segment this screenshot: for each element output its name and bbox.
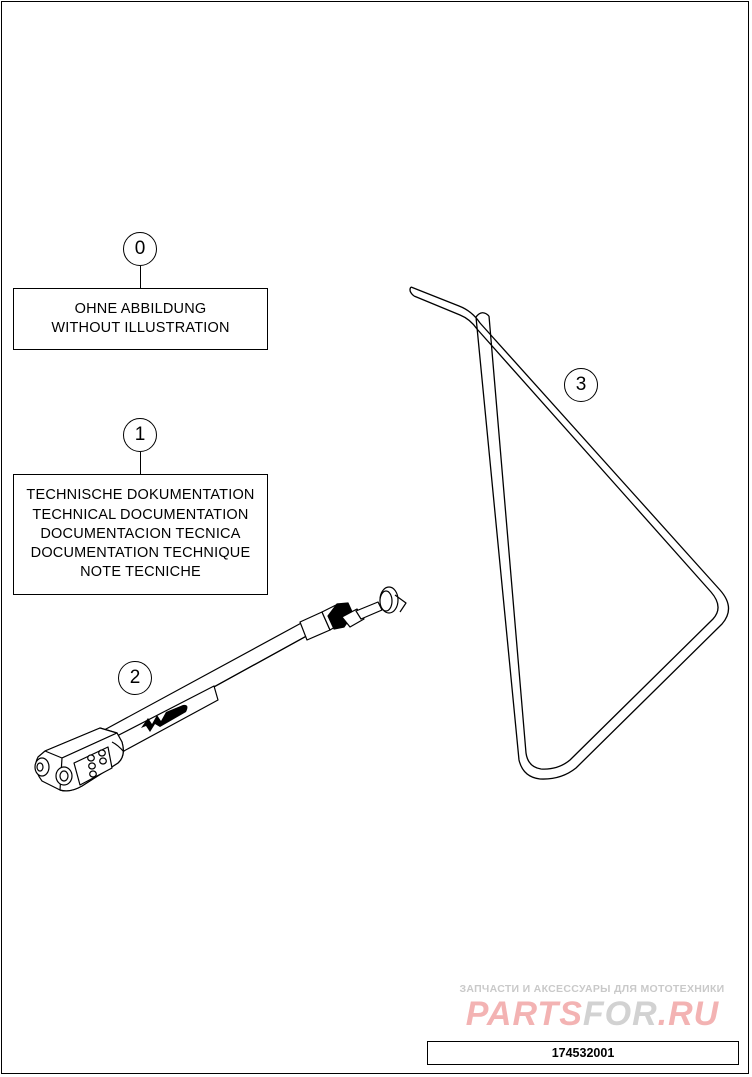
callout-item-0: 0 bbox=[123, 232, 157, 266]
note-line: TECHNICAL DOCUMENTATION bbox=[32, 506, 249, 523]
note-line: DOCUMENTACION TECNICA bbox=[40, 525, 241, 542]
note-box-item-1: TECHNISCHE DOKUMENTATION TECHNICAL DOCUM… bbox=[13, 474, 268, 595]
note-line: NOTE TECNICHE bbox=[80, 564, 201, 581]
watermark-brand-part-a: PARTS bbox=[465, 995, 583, 1033]
callout-number: 1 bbox=[134, 424, 146, 445]
note-box-item-0: OHNE ABBILDUNG WITHOUT ILLUSTRATION bbox=[13, 288, 268, 350]
watermark-tagline: ЗАПЧАСТИ И АКСЕССУАРЫ ДЛЯ МОТОТЕХНИКИ bbox=[459, 983, 725, 995]
watermark-brand: PARTSFOR.RU bbox=[440, 995, 745, 1033]
leader-line-item-0 bbox=[140, 266, 141, 288]
stand-illustration bbox=[409, 286, 730, 780]
note-line: OHNE ABBILDUNG bbox=[74, 300, 207, 317]
note-line: DOCUMENTATION TECHNIQUE bbox=[30, 545, 251, 562]
watermark-brand-part-c: .RU bbox=[657, 995, 720, 1033]
callout-number: 2 bbox=[129, 667, 141, 688]
note-line: TECHNISCHE DOKUMENTATION bbox=[26, 487, 255, 504]
watermark-brand-part-b: FOR bbox=[582, 995, 658, 1033]
callout-item-1: 1 bbox=[123, 418, 157, 452]
callout-item-3: 3 bbox=[564, 368, 598, 402]
pump-illustration bbox=[34, 586, 407, 792]
part-number: 174532001 bbox=[551, 1046, 615, 1060]
part-number-box: 174532001 bbox=[427, 1041, 739, 1065]
callout-number: 0 bbox=[134, 238, 146, 259]
callout-item-2: 2 bbox=[118, 661, 152, 695]
note-line: WITHOUT ILLUSTRATION bbox=[51, 320, 230, 336]
callout-number: 3 bbox=[575, 374, 587, 395]
leader-line-item-1 bbox=[140, 452, 141, 474]
